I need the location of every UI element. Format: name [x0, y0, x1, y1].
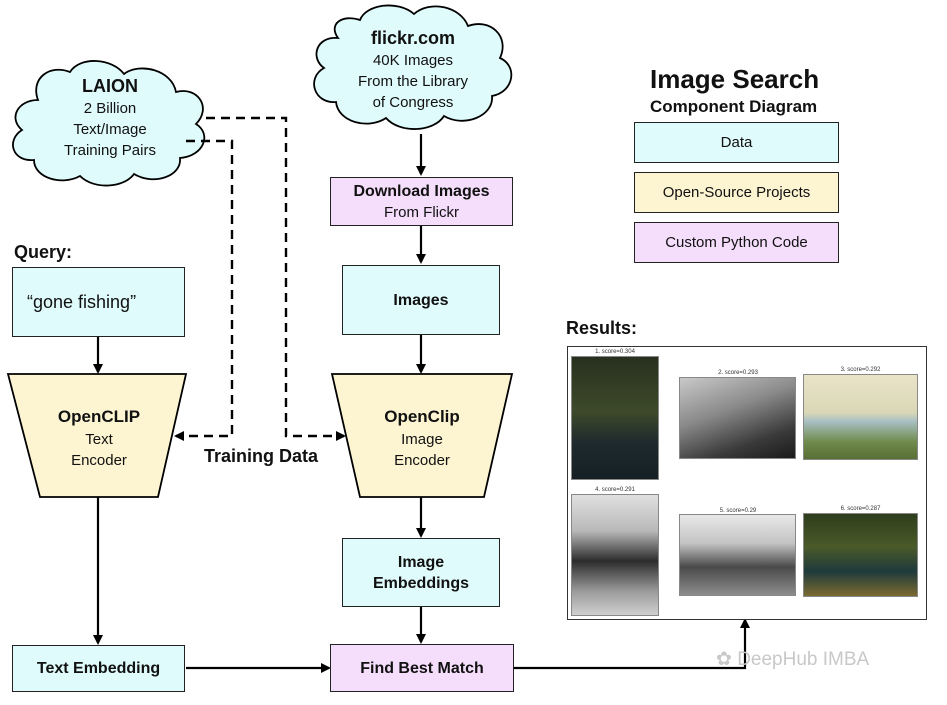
- images-box: Images: [342, 265, 500, 335]
- results-label: Results:: [566, 318, 638, 338]
- result-image-3: [803, 374, 918, 460]
- text-encoder-shape: [6, 373, 188, 498]
- result-caption-2: 2. score=0.293: [718, 370, 758, 376]
- legend-open-source: Open-Source Projects: [634, 172, 839, 213]
- images-label: Images: [393, 291, 449, 309]
- download-title: Download Images: [353, 182, 490, 200]
- laion-text: LAION 2 Billion Text/Image Training Pair…: [40, 74, 180, 161]
- dashed-laion-to-image-encoder: [206, 116, 346, 441]
- laion-line-3: Training Pairs: [64, 142, 156, 159]
- laion-line-2: Text/Image: [73, 121, 147, 138]
- text-encoder-text: OpenCLIP Text Encoder: [40, 405, 158, 471]
- flickr-title: flickr.com: [370, 28, 456, 48]
- result-caption-6: 6. score=0.287: [840, 506, 881, 512]
- image-embeddings-line-2: Embeddings: [372, 574, 469, 592]
- result-image-5: [679, 514, 796, 596]
- arrow-match-to-results: [514, 618, 750, 670]
- image-encoder-line-1: Image: [401, 431, 443, 448]
- text-embedding-box: Text Embedding: [12, 645, 185, 692]
- query-text: “gone fishing”: [27, 291, 137, 312]
- flickr-line-2: From the Library: [357, 73, 469, 90]
- flickr-text: flickr.com 40K Images From the Library o…: [338, 26, 488, 113]
- watermark: ✿ DeepHub IMBA: [716, 648, 869, 671]
- flickr-cloud: [313, 4, 513, 130]
- result-image-2: [679, 377, 796, 459]
- download-sub: From Flickr: [384, 203, 459, 221]
- image-embeddings-line-1: Image: [397, 553, 445, 571]
- watermark-text: DeepHub IMBA: [737, 649, 870, 670]
- image-encoder-line-2: Encoder: [394, 452, 450, 469]
- legend-data: Data: [634, 122, 839, 163]
- query-label: Query:: [14, 242, 73, 262]
- image-encoder-title: OpenClip: [384, 407, 460, 426]
- find-best-match-box: Find Best Match: [330, 644, 514, 692]
- text-encoder-line-1: Text: [85, 431, 113, 448]
- training-data-label: Training Data: [204, 446, 319, 466]
- laion-line-1: 2 Billion: [83, 100, 137, 117]
- legend-data-label: Data: [720, 134, 753, 151]
- result-caption-5: 5. score=0.29: [719, 508, 757, 514]
- dashed-laion-to-text-encoder: [174, 139, 234, 441]
- image-embeddings-box: Image Embeddings: [342, 538, 500, 607]
- image-encoder-shape: [330, 373, 514, 498]
- legend-title: Image Search: [650, 64, 820, 94]
- text-embedding-label: Text Embedding: [36, 660, 161, 677]
- download-images-box: Download Images From Flickr: [330, 177, 513, 226]
- legend-custom-code: Custom Python Code: [634, 222, 839, 263]
- query-box: “gone fishing”: [12, 267, 185, 337]
- laion-title: LAION: [82, 76, 138, 96]
- legend-subtitle: Component Diagram: [650, 97, 818, 116]
- result-caption-3: 3. score=0.292: [840, 367, 881, 373]
- text-encoder-title: OpenCLIP: [57, 407, 141, 426]
- result-caption-4: 4. score=0.291: [595, 487, 635, 493]
- result-image-6: [803, 513, 918, 597]
- legend-open-source-label: Open-Source Projects: [662, 184, 811, 201]
- flickr-line-3: of Congress: [372, 94, 454, 111]
- image-encoder-text: OpenClip Image Encoder: [362, 405, 482, 471]
- watermark-icon: ✿: [716, 649, 738, 670]
- result-caption-1: 1. score=0.304: [595, 349, 635, 355]
- find-best-match-label: Find Best Match: [360, 659, 484, 677]
- laion-cloud: [12, 60, 206, 187]
- text-encoder-line-2: Encoder: [71, 452, 127, 469]
- flickr-line-1: 40K Images: [372, 52, 454, 69]
- legend-custom-code-label: Custom Python Code: [665, 234, 808, 251]
- result-image-1: [571, 356, 659, 480]
- result-image-4: [571, 494, 659, 616]
